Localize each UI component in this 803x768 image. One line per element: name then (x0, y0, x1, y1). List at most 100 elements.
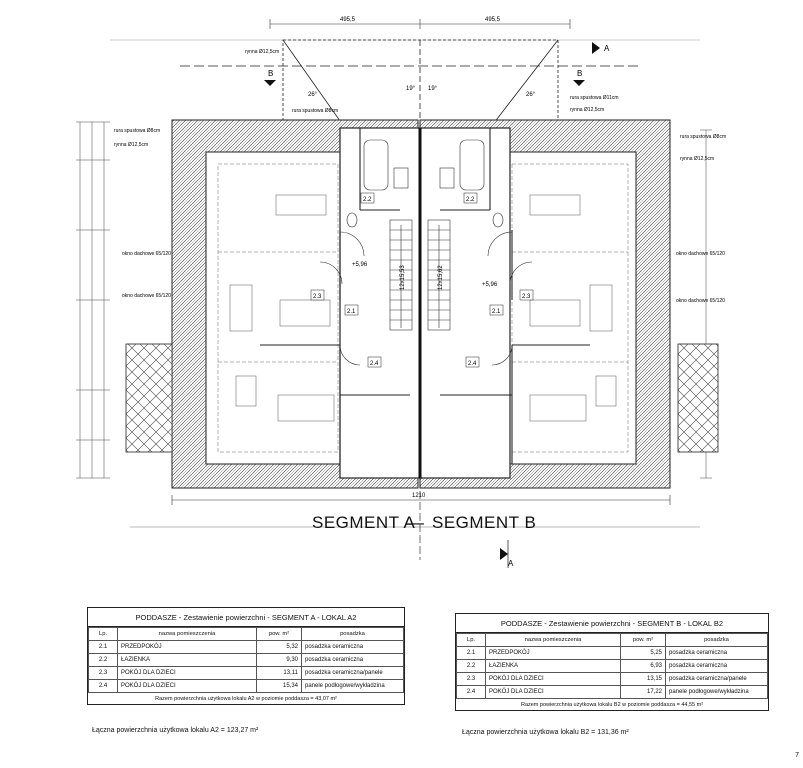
room-tag: 2.3 (522, 294, 531, 300)
cell-area: 17,22 (620, 685, 666, 699)
svg-text:B: B (577, 69, 582, 78)
table-header-row: Lp. nazwa pomieszczenia pow. m² posadzka (88, 627, 404, 641)
room-tag: 2.2 (466, 197, 475, 203)
roof-window-note: okno dachowe 65/120 (676, 298, 725, 304)
column-header: Lp. (456, 633, 486, 647)
svg-text:A: A (508, 559, 514, 568)
furniture (229, 194, 617, 422)
cell-lp: 2.2 (456, 659, 486, 673)
table-summary: Razem powierzchnia użytkowa lokalu B2 w … (520, 702, 704, 708)
left-dimension-chains (76, 121, 110, 479)
column-header: posadzka (301, 627, 404, 641)
cell-floor: posadzka ceramiczna/panele (665, 672, 768, 686)
area-table-segment-a: PODDASZE - Zestawienie powierzchni - SEG… (87, 607, 405, 705)
section-mark-a-bottom: A (500, 540, 514, 568)
cell-room-name: POKÓJ DLA DZIECI (485, 672, 621, 686)
slope-label: 19° (406, 86, 416, 92)
roof-window-note: okno dachowe 65/120 (676, 251, 725, 257)
total-area-a: Łączna powierzchnia użytkowa lokalu A2 =… (92, 727, 259, 734)
room-tag: 2.4 (468, 361, 477, 367)
dim-bottom-total: 1210 (412, 493, 426, 499)
segment-b-title: SEGMENT B (432, 513, 537, 532)
room-tag: 2.1 (347, 309, 356, 315)
table-row: 2.3 POKÓJ DLA DZIECI 13,11 posadzka cera… (88, 666, 404, 680)
stairs-a (389, 219, 413, 331)
segment-a-title: SEGMENT A (312, 513, 416, 532)
segment-a-partitions (260, 128, 410, 464)
gutter-note: rynna Ø12,5cm (245, 49, 279, 55)
floor-plan-drawing: 495,5 495,5 26° 19° 19° 26° A B B A rynn… (76, 17, 726, 568)
cell-room-name: PRZEDPOKÓJ (485, 646, 621, 660)
svg-text:A: A (604, 44, 610, 53)
table-row: 2.2 ŁAZIENKA 9,30 posadzka ceramiczna (88, 653, 404, 667)
cell-floor: posadzka ceramiczna (301, 640, 404, 654)
segment-b-partitions (440, 128, 590, 464)
gutter-note: rura spustowa Ø8cm (114, 128, 160, 134)
cell-room-name: PRZEDPOKÓJ (117, 640, 257, 654)
cell-floor: panele podłogowe/wykładzina (301, 679, 404, 693)
table-row: 2.4 POKÓJ DLA DZIECI 15,34 panele podłog… (88, 679, 404, 693)
cell-area: 5,25 (620, 646, 666, 660)
column-header: posadzka (665, 633, 768, 647)
roof-slope-lines (217, 163, 629, 453)
stairs-a-label: 12x15,53 (400, 265, 406, 290)
segment-separator: — (407, 513, 425, 532)
level-mark-b: +5,96 (482, 282, 498, 288)
cell-lp: 2.3 (88, 666, 118, 680)
table-title: PODDASZE - Zestawienie powierzchni - SEG… (88, 608, 404, 627)
stairs-b-label: 12x15,62 (438, 265, 444, 290)
cell-room-name: ŁAZIENKA (117, 653, 257, 667)
gutter-note: rura spustowa Ø8cm (680, 134, 726, 140)
gutter-note: rura spustowa Ø8cm (292, 108, 338, 114)
door-swings (319, 231, 533, 366)
roof-window-note: okno dachowe 65/120 (122, 293, 171, 299)
bottom-dimension-line (130, 495, 700, 528)
stairs-b (427, 219, 451, 331)
page-number: 7 (795, 752, 799, 759)
room-tag: 2.1 (492, 309, 501, 315)
section-mark-b-right: B (573, 69, 585, 86)
table-row: 2.2 ŁAZIENKA 6,93 posadzka ceramiczna (456, 659, 768, 673)
column-header: pow. m² (256, 627, 302, 641)
cell-floor: posadzka ceramiczna (665, 646, 768, 660)
slope-label: 26° (308, 92, 318, 98)
column-header: nazwa pomieszczenia (485, 633, 621, 647)
cell-lp: 2.2 (88, 653, 118, 667)
cell-lp: 2.4 (456, 685, 486, 699)
table-summary: Razem powierzchnia użytkowa lokalu A2 w … (155, 696, 337, 702)
cell-room-name: ŁAZIENKA (485, 659, 621, 673)
cell-lp: 2.1 (88, 640, 118, 654)
gutter-note: rynna Ø12,5cm (114, 142, 148, 148)
slope-label: 26° (526, 92, 536, 98)
cell-floor: panele podłogowe/wykładzina (665, 685, 768, 699)
balcony-right (677, 343, 719, 453)
column-header: nazwa pomieszczenia (117, 627, 257, 641)
top-dimension-line (110, 19, 700, 41)
cell-area: 13,15 (620, 672, 666, 686)
cell-floor: posadzka ceramiczna (301, 653, 404, 667)
cell-room-name: POKÓJ DLA DZIECI (117, 679, 257, 693)
total-area-b: Łączna powierzchnia użytkowa lokalu B2 =… (462, 729, 629, 736)
slope-label: 19° (428, 86, 438, 92)
section-mark-a-top: A (592, 42, 610, 54)
table-header-row: Lp. nazwa pomieszczenia pow. m² posadzka (456, 633, 768, 647)
gutter-note: rynna Ø12,5cm (680, 156, 714, 162)
room-tag: 2.2 (363, 197, 372, 203)
cell-area: 9,30 (256, 653, 302, 667)
table-row: 2.4 POKÓJ DLA DZIECI 17,22 panele podłog… (456, 685, 768, 699)
room-tag: 2.4 (370, 361, 379, 367)
table-row: 2.1 PRZEDPOKÓJ 5,32 posadzka ceramiczna (88, 640, 404, 654)
section-mark-b-left: B (264, 69, 276, 86)
bathroom-fixtures (346, 139, 504, 228)
dim-top-right: 495,5 (485, 17, 501, 23)
area-table-segment-b: PODDASZE - Zestawienie powierzchni - SEG… (455, 613, 769, 711)
cell-lp: 2.4 (88, 679, 118, 693)
dim-top-left: 495,5 (340, 17, 356, 23)
cell-lp: 2.1 (456, 646, 486, 660)
cell-area: 15,34 (256, 679, 302, 693)
svg-text:B: B (268, 69, 273, 78)
cell-area: 6,93 (620, 659, 666, 673)
level-mark-a: +5,96 (352, 262, 368, 268)
table-row: 2.1 PRZEDPOKÓJ 5,25 posadzka ceramiczna (456, 646, 768, 660)
room-tag: 2.3 (313, 294, 322, 300)
